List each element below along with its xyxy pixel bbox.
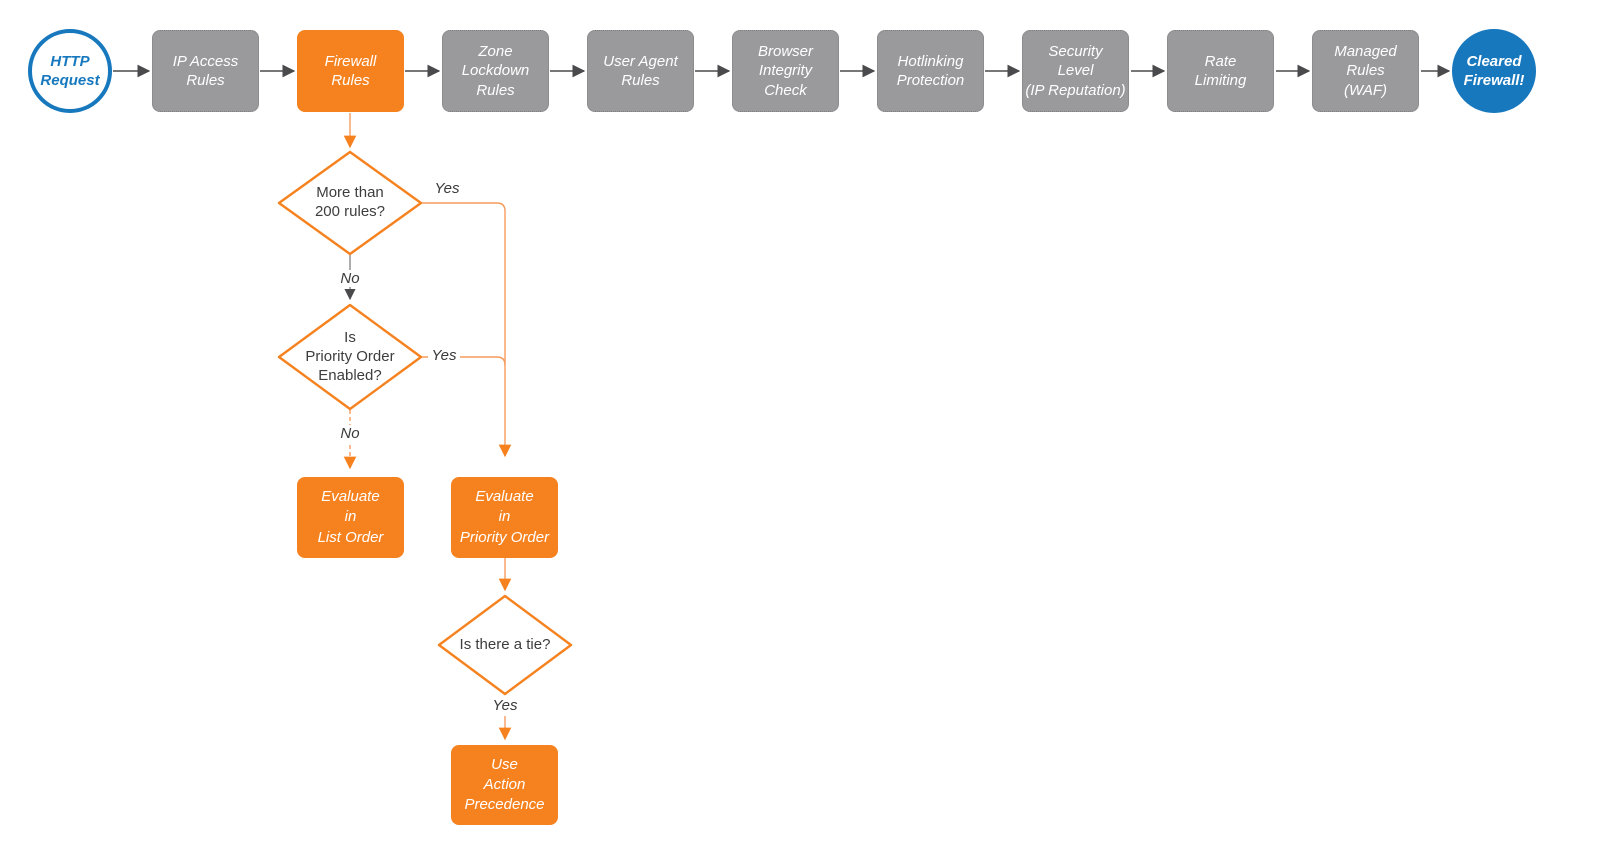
arrow-d1-yes-to-priority (421, 202, 512, 458)
node-use-action-precedence: Use Action Precedence (451, 745, 558, 825)
decision-more-than-200-label: More than 200 rules? (314, 184, 386, 220)
diamond-priority-enabled (277, 303, 423, 411)
node-user-agent-rules: User Agent Rules (587, 30, 694, 112)
node-ip-access-rules: IP Access Rules (152, 30, 259, 112)
edge-label-no-1: No (330, 270, 370, 287)
node-http-request: HTTP Request (28, 29, 112, 113)
edge-label-no-2: No (330, 425, 370, 442)
decision-is-there-a-tie-label: Is there a tie? (459, 636, 551, 653)
edge-label-yes-1: Yes (427, 180, 467, 197)
arrow-d2-yes-join (421, 356, 506, 366)
node-hotlinking-protection: Hotlinking Protection (877, 30, 984, 112)
node-cleared-firewall: Cleared Firewall! (1452, 29, 1536, 113)
edge-label-yes-3: Yes (485, 697, 525, 714)
decision-priority-enabled-label: Is Priority Order Enabled? (305, 329, 395, 384)
node-security-level: Security Level (IP Reputation) (1022, 30, 1129, 112)
node-evaluate-in-priority-order: Evaluate in Priority Order (451, 477, 558, 558)
diamond-more-than-200 (277, 150, 423, 256)
node-zone-lockdown-rules: Zone Lockdown Rules (442, 30, 549, 112)
node-managed-rules-waf: Managed Rules (WAF) (1312, 30, 1419, 112)
node-browser-integrity-check: Browser Integrity Check (732, 30, 839, 112)
node-rate-limiting: Rate Limiting (1167, 30, 1274, 112)
edge-label-yes-2: Yes (424, 347, 464, 364)
decision-diamonds (277, 150, 573, 696)
diamond-is-there-a-tie (437, 594, 573, 696)
node-evaluate-in-list-order: Evaluate in List Order (297, 477, 404, 558)
node-firewall-rules: Firewall Rules (297, 30, 404, 112)
